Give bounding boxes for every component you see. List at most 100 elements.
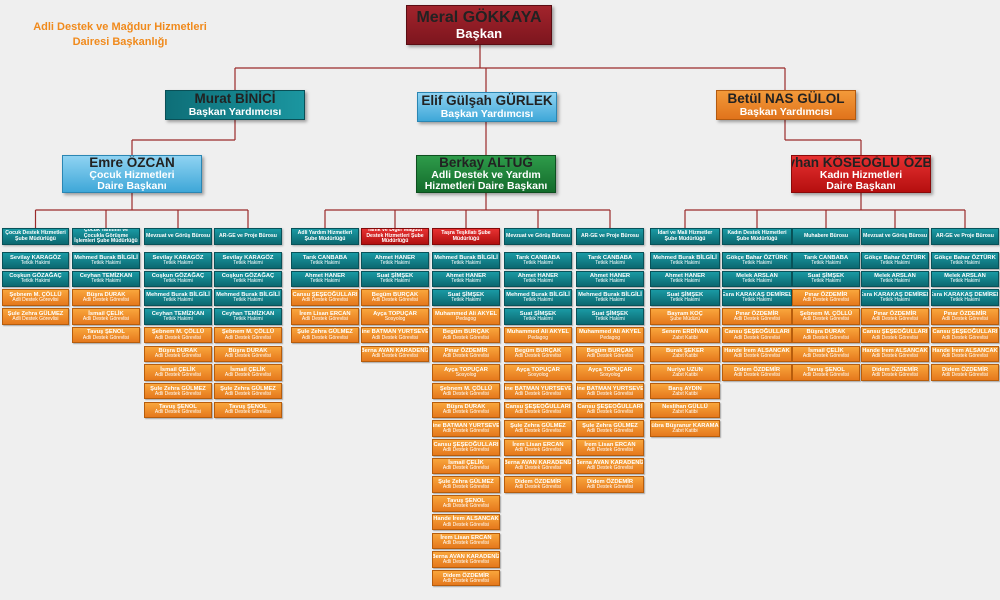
staff-title: Adli Destek Görevlisi — [301, 315, 349, 322]
staff-name: Didem ÖZDEMİR — [586, 479, 634, 486]
staff-name: Esra KARAKAŞ DEMİREL — [722, 292, 792, 299]
staff-name: Didem ÖZDEMİR — [514, 479, 562, 486]
staff-name: Şule Zehra GÜLMEZ — [510, 422, 566, 429]
staff-name: Nuriye UZUN — [667, 366, 703, 373]
staff-name: Coşkun GÖZAĞAÇ — [9, 273, 62, 280]
unit-title: Çocuk Tanıtımı ve Çocukla Görüşme İşleml… — [74, 228, 138, 245]
staff-title: Adli Destek Görevlisi — [82, 315, 130, 322]
staff-name: Mehmed Burak BİLGİLİ — [216, 292, 280, 299]
staff-name: Suat ŞİMŞEK — [376, 273, 414, 280]
department-head-title: Daire Başkanı — [826, 180, 896, 193]
president-title: Başkan — [455, 25, 503, 41]
staff-name: Melek ARSLAN — [944, 273, 986, 280]
staff-name: Suat ŞİMŞEK — [519, 310, 557, 317]
staff-name: İrem Lisan ERCAN — [299, 310, 351, 317]
staff-name: Berna AVAN KARADENİZ — [576, 460, 644, 467]
staff-name: Pınar ÖZDEMİR — [735, 310, 779, 317]
staff-title: Adli Destek Görevlisi — [442, 540, 490, 547]
staff-title: Adli Destek Görevlisi — [371, 353, 419, 360]
staff-title: Adli Destek Görevlisi — [224, 353, 272, 360]
staff-title: Adli Destek Görevlisi — [586, 484, 634, 491]
staff-title: Tetkik Hakimi — [595, 278, 625, 285]
staff-name: Tavuş ŞENOL — [807, 366, 845, 373]
staff-name: Ceyhan TEMİZKAN — [151, 310, 205, 317]
staff-title: Adli Destek Görevlisi — [442, 428, 490, 434]
staff-name: Mine BATMAN YURTSEVEN — [361, 329, 429, 336]
unit-title: AR-GE ve Proje Bürosu — [936, 232, 994, 239]
staff-title: Tetkik Hakimi — [523, 259, 553, 266]
staff-name: Ayça TOPUÇAR — [588, 366, 632, 373]
unit-title: Kadın Destek Hizmetleri Şube Müdürlüğü — [727, 230, 787, 242]
staff-name: Melek ARSLAN — [736, 273, 778, 280]
staff-name: Şule Zehra GÜLMEZ — [7, 310, 64, 317]
staff-title: Tetkik Hakimi — [742, 297, 772, 304]
staff-name: Mehmed Burak BİLGİLİ — [578, 292, 642, 299]
staff-title: Adli Destek Görevlisi — [802, 315, 850, 322]
staff-name: Senem ERDİVAN — [661, 329, 709, 336]
staff-name: Mine BATMAN YURTSEVEN — [576, 385, 644, 392]
staff-title: Tetkik Hakimi — [310, 259, 340, 266]
staff-name: Hande İrem ALSANCAK — [862, 348, 928, 355]
staff-title: Adli Destek Görevlisi — [733, 353, 781, 360]
department-head-box: Berkay ALTUĞ Adli Destek ve Yardım Hizme… — [416, 155, 556, 193]
unit-header: Çocuk Destek Hizmetleri Şube Müdürlüğü — [2, 228, 69, 245]
staff-title: Tetkik Hakimi — [523, 278, 553, 285]
unit-title: Tanık ve Diğer Mağdur Destek Hizmetleri … — [366, 228, 424, 245]
staff-title: Tetkik Hakimi — [20, 278, 51, 285]
staff-title: Tetkik Hakimi — [163, 297, 193, 304]
staff-title: Tetkik Hakimi — [811, 278, 841, 285]
unit-title: Mevzuat ve Görüş Bürosu — [863, 232, 927, 239]
staff-title: Tetkik Hakimi — [595, 315, 625, 322]
staff-name: Tarık CANBABA — [803, 254, 849, 261]
staff-title: Adli Destek Görevlisi — [941, 371, 989, 378]
department-title-line2: Dairesi Başkanlığı — [72, 35, 168, 48]
staff-name: Şebnem M. ÇÖLLÜ — [221, 329, 275, 336]
staff-title: Adli Destek Görevlisi — [586, 465, 634, 472]
staff-title: Tetkik Hakimi — [451, 259, 481, 266]
staff-name: Şebnem M. ÇÖLLÜ — [439, 385, 493, 392]
unit-header: Taşra Teşkilatı Şube Müdürlüğü — [432, 228, 500, 245]
staff-title: Adli Destek Görevlisi — [733, 315, 781, 322]
staff-title: Pedagog — [527, 334, 549, 341]
staff-title: Zabıt Katibi — [672, 334, 698, 341]
staff-name: Gökçe Bahar ÖZTÜRK — [726, 254, 788, 261]
staff-title: Adli Destek Görevlisi — [442, 446, 490, 453]
staff-name: Ceyhan TEMİZKAN — [221, 310, 275, 317]
staff-title: Tetkik Hakimi — [880, 278, 910, 285]
staff-name: Hande İrem ALSANCAK — [724, 348, 790, 355]
department-head-box: Emre ÖZCAN Çocuk Hizmetleri Daire Başkan… — [62, 155, 202, 193]
staff-title: Adli Destek Görevlisi — [941, 334, 989, 341]
